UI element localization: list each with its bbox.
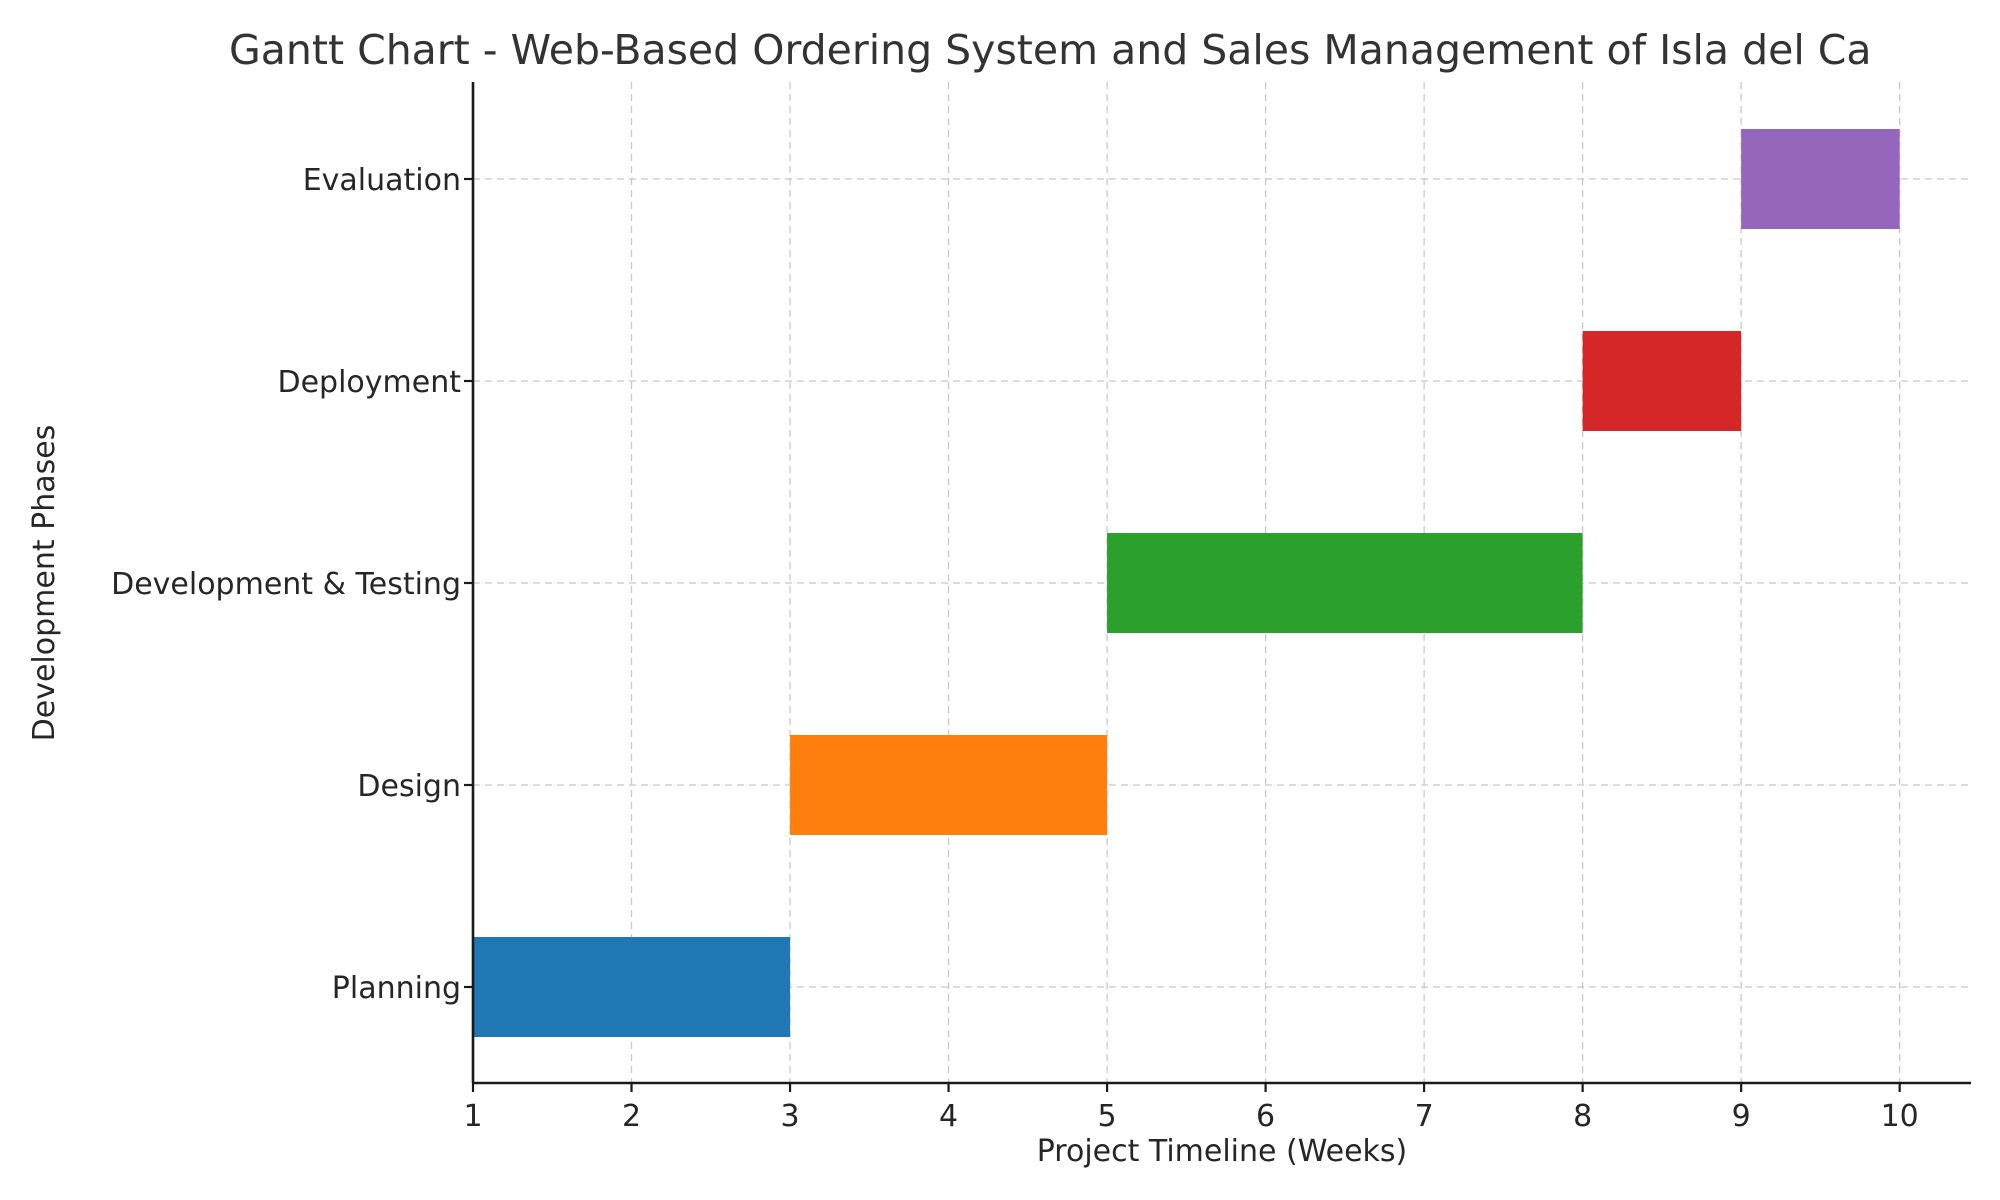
y-tick-label: Design [357, 769, 461, 804]
x-tick-label: 8 [1573, 1099, 1592, 1134]
y-tick-label: Deployment [277, 365, 461, 400]
x-tick-label: 4 [939, 1099, 958, 1134]
y-axis-label: Development Phases [27, 425, 62, 742]
x-tick-label: 2 [622, 1099, 641, 1134]
task-bar [1107, 533, 1583, 633]
x-tick-label: 10 [1881, 1099, 1919, 1134]
axis-ticks: 1 2 3 4 5 6 7 8 9 10 Planning Design Development & T… [111, 163, 1919, 1134]
chart-title: Gantt Chart - Web-Based Ordering System … [229, 26, 1872, 74]
x-tick-label: 1 [463, 1099, 482, 1134]
task-bar [1741, 129, 1900, 229]
y-tick-label: Planning [332, 971, 461, 1006]
x-axis-label: Project Timeline (Weeks) [1037, 1134, 1408, 1169]
x-tick-label: 9 [1732, 1099, 1751, 1134]
task-bars [473, 129, 1900, 1037]
x-tick-label: 6 [1256, 1099, 1275, 1134]
x-tick-label: 3 [780, 1099, 799, 1134]
x-tick-label: 5 [1098, 1099, 1117, 1134]
task-bar [1582, 331, 1742, 431]
task-bar [790, 735, 1108, 835]
y-tick-label: Evaluation [303, 163, 461, 198]
y-tick-label: Development & Testing [111, 567, 461, 602]
task-bar [473, 937, 791, 1037]
x-tick-label: 7 [1415, 1099, 1434, 1134]
